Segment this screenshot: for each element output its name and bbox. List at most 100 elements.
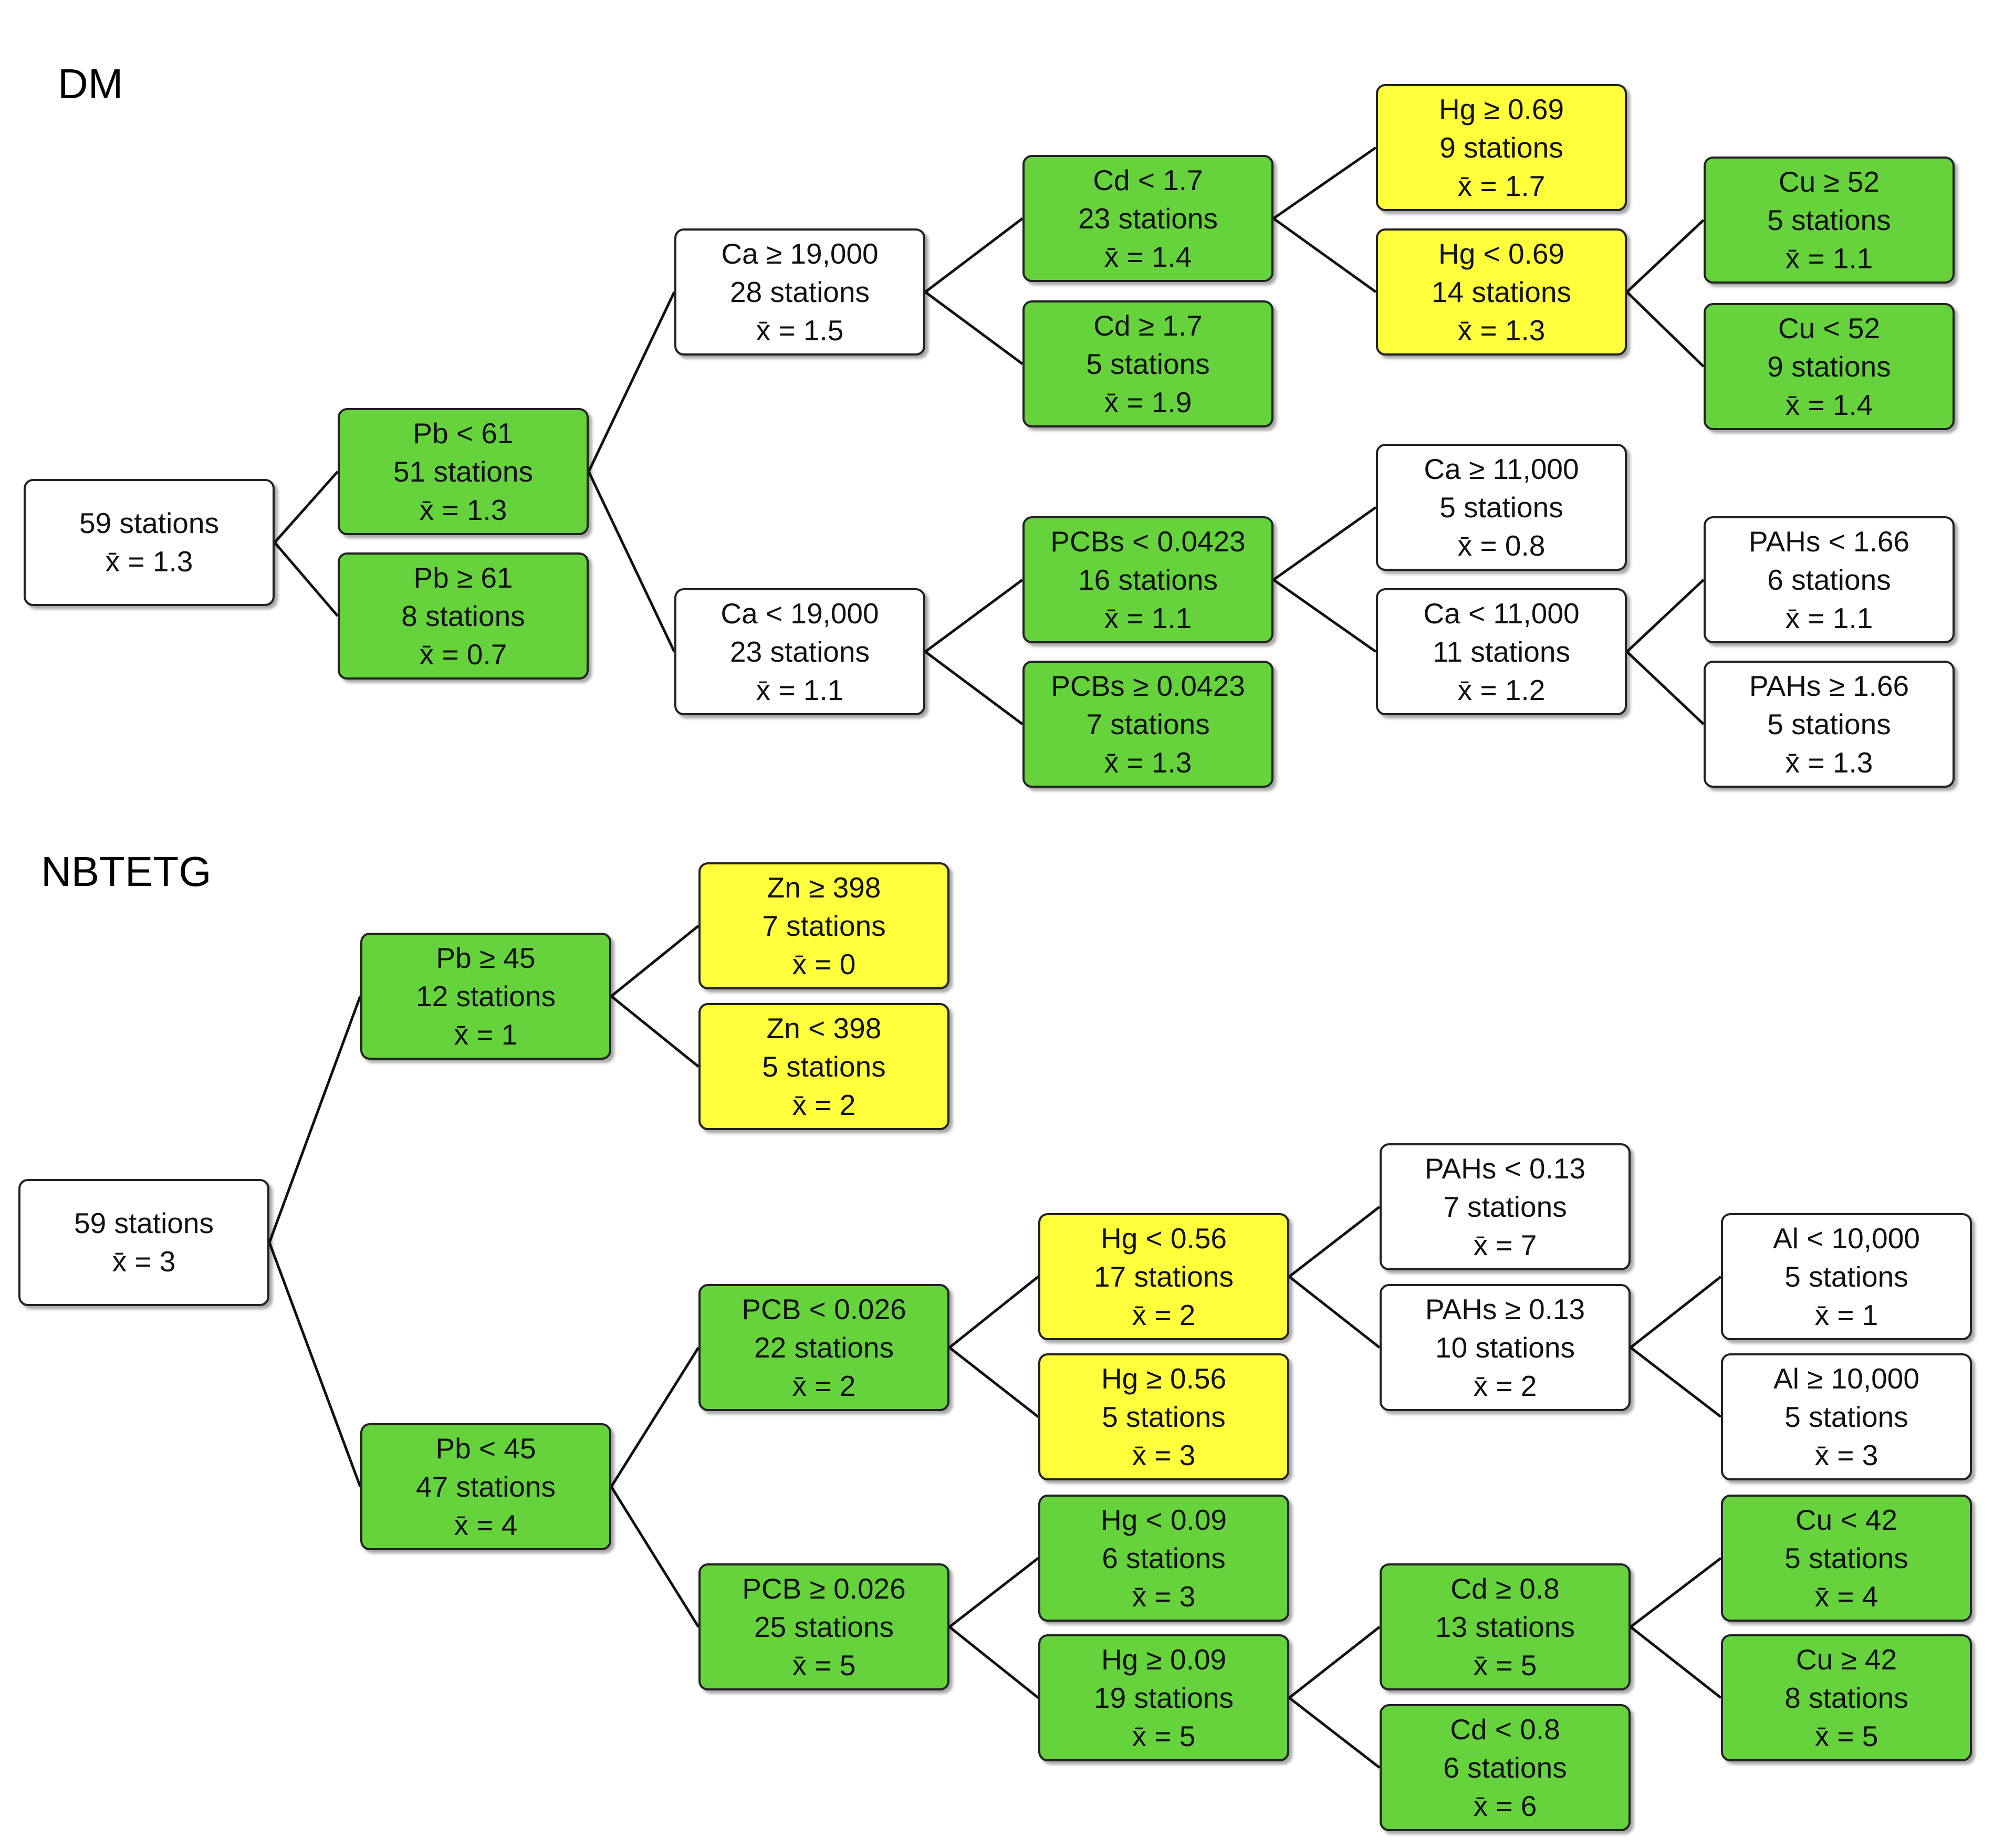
- node-mean: x̄ = 1.3: [1785, 746, 1873, 779]
- node-split-rule: Hg < 0.09: [1100, 1503, 1227, 1536]
- node-split-rule: Cd < 1.7: [1093, 163, 1203, 196]
- node-split-rule: Pb < 61: [413, 416, 514, 450]
- tree-edge: [1288, 1697, 1381, 1769]
- tree-edge: [610, 1486, 700, 1628]
- node-station-count: 5 stations: [762, 1050, 886, 1083]
- node-mean: x̄ = 4: [1814, 1580, 1878, 1613]
- node-station-count: 47 stations: [415, 1470, 556, 1503]
- tree-edge: [1272, 578, 1377, 653]
- node-split-rule: Cu ≥ 42: [1795, 1643, 1897, 1676]
- node-split-rule: PAHs < 0.13: [1424, 1152, 1586, 1185]
- tree-node-nb-cu-ge: Cu ≥ 42 8 stations x̄ = 5: [1721, 1634, 1972, 1761]
- node-mean: x̄ = 1.7: [1457, 169, 1546, 202]
- node-split-rule: Al < 10,000: [1773, 1221, 1920, 1255]
- node-mean: x̄ = 3: [1132, 1580, 1196, 1613]
- node-station-count: 5 stations: [1767, 203, 1891, 236]
- node-split-rule: Cd < 0.8: [1450, 1713, 1560, 1746]
- tree-edge: [1630, 1557, 1722, 1628]
- node-mean: x̄ = 0.8: [1457, 529, 1546, 562]
- tree-edge: [587, 471, 676, 653]
- node-station-count: 8 stations: [1784, 1681, 1908, 1714]
- node-station-count: 25 stations: [754, 1610, 894, 1643]
- node-station-count: 19 stations: [1093, 1681, 1234, 1714]
- node-station-count: 9 stations: [1767, 350, 1891, 383]
- node-split-rule: Zn ≥ 398: [767, 871, 881, 904]
- node-split-rule: Ca ≥ 11,000: [1424, 452, 1579, 485]
- node-mean: x̄ = 1.4: [1785, 388, 1873, 421]
- node-split-rule: PCB ≥ 0.026: [742, 1572, 906, 1605]
- node-mean: x̄ = 3: [1132, 1438, 1196, 1471]
- node-split-rule: Pb ≥ 45: [436, 941, 536, 974]
- node-station-count: 22 stations: [754, 1331, 894, 1364]
- node-station-count: 5 stations: [1767, 707, 1891, 740]
- tree-node-dm-cu-lt: Cu < 52 9 stations x̄ = 1.4: [1704, 303, 1955, 430]
- tree-edge: [1288, 1626, 1381, 1699]
- tree-node-dm-ca-ge11: Ca ≥ 11,000 5 stations x̄ = 0.8: [1376, 444, 1627, 571]
- node-mean: x̄ = 5: [1814, 1719, 1878, 1752]
- node-mean: x̄ = 0.7: [419, 638, 507, 671]
- node-mean: x̄ = 7: [1473, 1228, 1537, 1261]
- tree-edge: [1626, 651, 1705, 725]
- node-split-rule: Cd ≥ 0.8: [1450, 1572, 1560, 1605]
- tree-edge: [1272, 146, 1377, 220]
- node-split-rule: Ca ≥ 19,000: [721, 237, 879, 270]
- tree-edge: [924, 578, 1024, 653]
- node-split-rule: Hg ≥ 0.69: [1438, 92, 1564, 126]
- node-split-rule: Pb < 45: [435, 1432, 536, 1465]
- node-mean: x̄ = 2: [792, 1369, 856, 1402]
- node-station-count: 28 stations: [729, 275, 870, 308]
- tree-edge: [1630, 1626, 1722, 1699]
- node-station-count: 6 stations: [1767, 563, 1891, 596]
- node-mean: x̄ = 2: [1473, 1369, 1537, 1402]
- tree-edge: [924, 290, 1024, 366]
- tree-edge: [268, 996, 362, 1243]
- node-split-rule: PCBs < 0.0423: [1050, 525, 1246, 558]
- node-station-count: 23 stations: [1078, 202, 1218, 235]
- node-split-rule: Hg ≥ 0.56: [1101, 1362, 1227, 1395]
- tree-edge: [587, 291, 676, 473]
- node-station-count: 51 stations: [393, 455, 533, 488]
- node-split-rule: Ca < 11,000: [1423, 597, 1580, 630]
- tree-edge: [1626, 579, 1705, 653]
- node-split-rule: Cu < 52: [1778, 311, 1881, 344]
- node-station-count: 8 stations: [401, 599, 525, 632]
- node-mean: x̄ = 4: [454, 1508, 518, 1541]
- node-mean: x̄ = 1.5: [756, 314, 844, 347]
- node-station-count: 59 stations: [74, 1207, 214, 1239]
- node-station-count: 7 stations: [762, 909, 886, 942]
- node-station-count: 23 stations: [729, 635, 870, 668]
- node-mean: x̄ = 1.3: [419, 493, 507, 526]
- node-mean: x̄ = 1.1: [756, 673, 844, 706]
- tree-edge: [1630, 1276, 1722, 1349]
- tree-edge: [948, 1626, 1039, 1699]
- tree-edge: [1288, 1206, 1381, 1278]
- node-station-count: 13 stations: [1435, 1610, 1575, 1643]
- tree-node-nb-pb-lt: Pb < 45 47 stations x̄ = 4: [360, 1423, 611, 1550]
- node-split-rule: Zn < 398: [766, 1011, 882, 1045]
- node-mean: x̄ = 1: [454, 1018, 518, 1051]
- tree-edge: [268, 1242, 362, 1487]
- node-station-count: 5 stations: [1439, 490, 1563, 524]
- node-mean: x̄ = 0: [792, 947, 856, 980]
- node-split-rule: Cu < 42: [1795, 1503, 1898, 1536]
- node-mean: x̄ = 5: [792, 1648, 856, 1682]
- node-split-rule: Hg ≥ 0.09: [1101, 1643, 1227, 1676]
- node-mean: x̄ = 1.2: [1457, 673, 1546, 706]
- node-split-rule: PCBs ≥ 0.0423: [1051, 669, 1245, 702]
